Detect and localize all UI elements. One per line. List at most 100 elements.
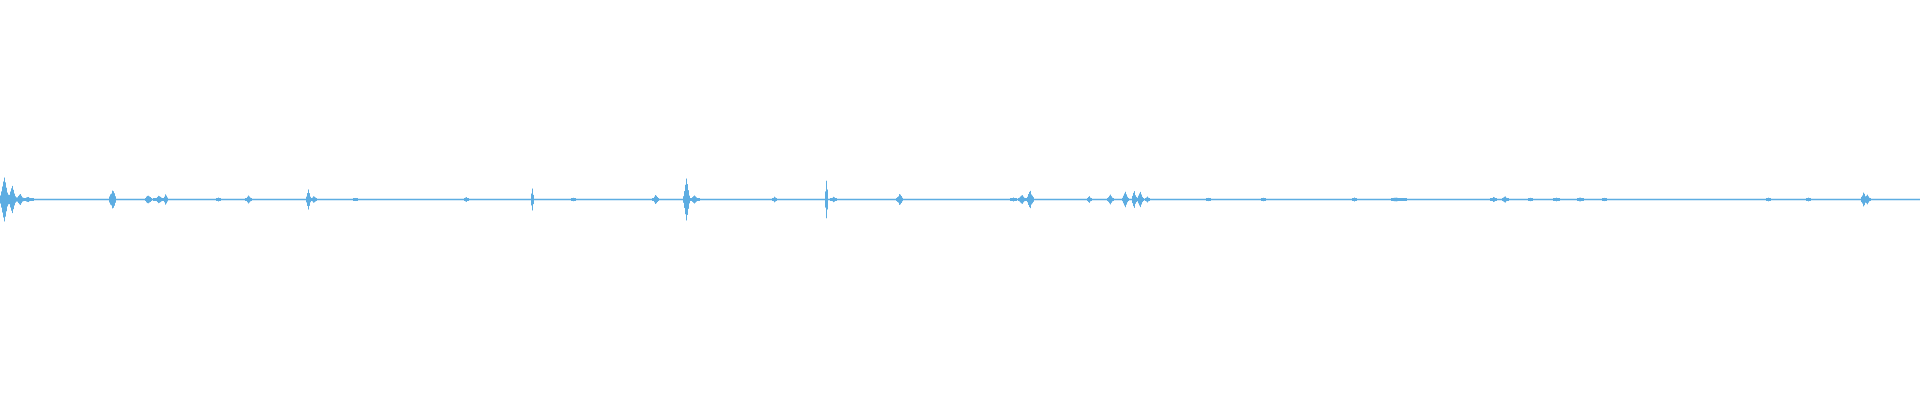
waveform-peak bbox=[1030, 190, 1031, 209]
waveform-peak bbox=[30, 198, 31, 201]
waveform-peak bbox=[774, 196, 775, 203]
waveform-peak bbox=[156, 197, 157, 202]
waveform-peak bbox=[1265, 198, 1266, 201]
waveform-peak bbox=[1149, 198, 1150, 201]
waveform-peak bbox=[356, 198, 357, 201]
waveform-peak bbox=[25, 198, 26, 201]
waveform-peak bbox=[1602, 198, 1603, 201]
waveform-peak bbox=[1027, 196, 1028, 203]
waveform-peak bbox=[656, 195, 657, 204]
waveform-peak bbox=[1123, 195, 1124, 204]
waveform-peak bbox=[1582, 198, 1583, 201]
waveform-peak bbox=[1806, 198, 1807, 201]
waveform-peak bbox=[163, 198, 164, 201]
waveform-peak bbox=[1353, 198, 1354, 201]
waveform-peak bbox=[1496, 198, 1497, 201]
waveform-peak bbox=[1503, 197, 1504, 202]
waveform-peak bbox=[1113, 198, 1114, 201]
waveform-peak bbox=[697, 198, 698, 201]
waveform-peak bbox=[114, 193, 115, 206]
waveform-peak bbox=[251, 198, 252, 201]
waveform-peak bbox=[1394, 197, 1395, 202]
waveform-peak bbox=[353, 198, 354, 201]
waveform-peak bbox=[1021, 195, 1022, 204]
waveform-peak bbox=[655, 195, 656, 204]
waveform-peak bbox=[1401, 198, 1402, 201]
waveform-peak bbox=[246, 197, 247, 202]
waveform-peak bbox=[159, 196, 160, 203]
waveform-peak bbox=[158, 195, 159, 204]
waveform-peak bbox=[836, 198, 837, 201]
waveform-peak bbox=[1770, 198, 1771, 201]
waveform-peak bbox=[686, 178, 687, 221]
waveform-peak bbox=[1392, 198, 1393, 201]
waveform-peak bbox=[1109, 195, 1110, 204]
waveform-peak bbox=[13, 189, 14, 210]
waveform-peak bbox=[1531, 198, 1532, 201]
waveform-peak bbox=[1141, 194, 1142, 205]
waveform-peak bbox=[110, 194, 111, 205]
waveform-peak bbox=[165, 194, 166, 205]
waveform-peak bbox=[219, 198, 220, 201]
waveform-peak bbox=[6, 187, 7, 212]
waveform-peak bbox=[687, 184, 688, 215]
waveform-peak bbox=[1406, 198, 1407, 201]
waveform-peak bbox=[1029, 191, 1030, 208]
waveform-peak bbox=[1137, 197, 1138, 202]
waveform-peak bbox=[28, 196, 29, 203]
waveform-peak bbox=[1, 191, 2, 208]
waveform-peak bbox=[1013, 197, 1014, 202]
waveform-peak bbox=[1011, 198, 1012, 201]
waveform-peak bbox=[1404, 198, 1405, 201]
waveform-peak bbox=[15, 196, 16, 203]
waveform-peak bbox=[250, 197, 251, 202]
waveform-peak bbox=[167, 197, 168, 202]
waveform-peak bbox=[10, 191, 11, 208]
waveform-peak bbox=[32, 198, 33, 201]
waveform-peak bbox=[1557, 198, 1558, 201]
waveform-peak bbox=[1581, 197, 1582, 202]
waveform-peak bbox=[1606, 198, 1607, 201]
waveform-peak bbox=[112, 190, 113, 209]
waveform-peak bbox=[109, 196, 110, 203]
waveform-peak bbox=[691, 198, 692, 201]
waveform-peak bbox=[166, 195, 167, 204]
waveform-peak bbox=[20, 193, 21, 206]
waveform-peak bbox=[315, 197, 316, 202]
waveform-peak bbox=[1142, 196, 1143, 203]
waveform-peak bbox=[354, 198, 355, 201]
waveform-peak bbox=[1010, 198, 1011, 201]
waveform-peak bbox=[22, 197, 23, 202]
waveform-peak bbox=[311, 198, 312, 201]
waveform-peak bbox=[1507, 198, 1508, 201]
waveform-peak bbox=[149, 196, 150, 203]
waveform-peak bbox=[1028, 194, 1029, 205]
waveform-peak bbox=[572, 198, 573, 201]
waveform-peak bbox=[218, 197, 219, 202]
waveform-peak bbox=[1148, 197, 1149, 202]
waveform-peak bbox=[1026, 198, 1027, 201]
waveform-peak bbox=[1505, 196, 1506, 203]
waveform-peak bbox=[897, 197, 898, 202]
waveform-peak bbox=[1261, 198, 1262, 201]
waveform-peak bbox=[248, 195, 249, 204]
waveform-peak bbox=[1033, 197, 1034, 202]
waveform-peak bbox=[1863, 192, 1864, 207]
waveform-peak bbox=[1016, 198, 1017, 201]
waveform-peak bbox=[1766, 198, 1767, 201]
waveform-peak bbox=[161, 197, 162, 202]
waveform-peak bbox=[1491, 198, 1492, 201]
waveform-peak bbox=[898, 196, 899, 203]
waveform-peak bbox=[115, 196, 116, 203]
waveform-peak bbox=[245, 198, 246, 201]
waveform-peak bbox=[1391, 198, 1392, 201]
waveform-peak bbox=[216, 198, 217, 201]
waveform-peaks bbox=[0, 177, 1871, 222]
waveform-peak bbox=[1399, 198, 1400, 201]
waveform-peak bbox=[1024, 197, 1025, 202]
waveform-peak bbox=[575, 198, 576, 201]
waveform-peak bbox=[1262, 198, 1263, 201]
waveform-peak bbox=[1020, 196, 1021, 203]
waveform-peak bbox=[1504, 196, 1505, 203]
